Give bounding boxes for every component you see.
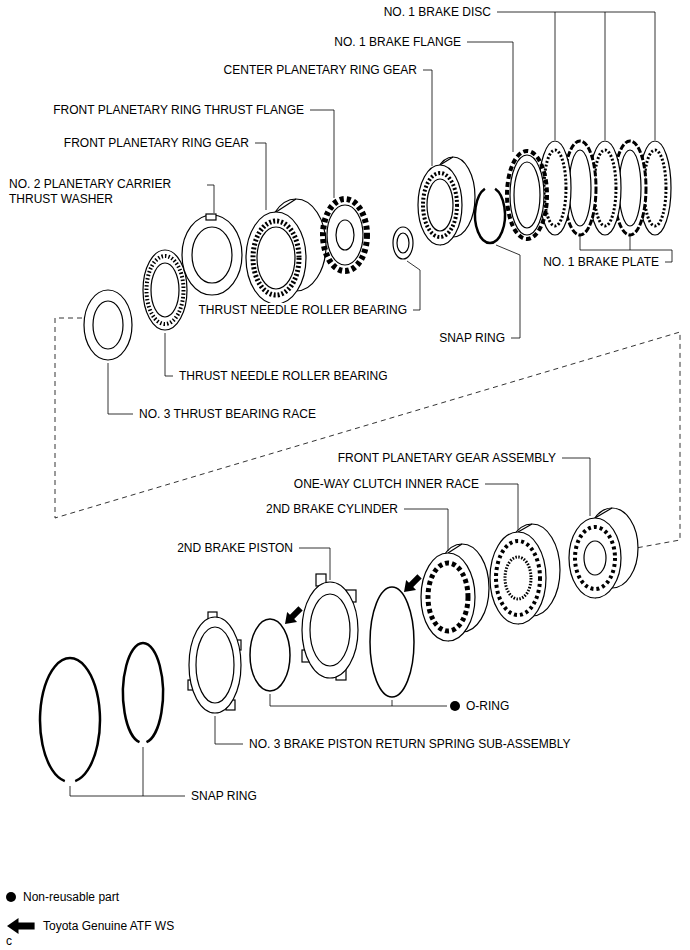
ring-gear	[246, 199, 326, 304]
part-label: 2ND BRAKE PISTON	[176, 541, 294, 556]
part-label: ONE-WAY CLUTCH INNER RACE	[293, 477, 480, 492]
brake-piston	[302, 574, 358, 680]
snap-ring	[475, 189, 505, 243]
return-spring	[188, 612, 241, 713]
planetary-gear	[569, 508, 638, 598]
figure-code: c	[5, 934, 13, 949]
part-label: NO. 2 PLANETARY CARRIER THRUST WASHER	[8, 177, 206, 207]
leader-lines	[70, 12, 672, 796]
part-label: NO. 1 BRAKE DISC	[383, 5, 492, 20]
needle-bearing	[143, 250, 187, 330]
legend-dot-symbol	[6, 892, 16, 902]
part-label: FRONT PLANETARY GEAR ASSEMBLY	[337, 451, 557, 466]
atf-arrow	[280, 603, 305, 628]
needle-bearing	[393, 227, 413, 259]
part-label: FRONT PLANETARY RING THRUST FLANGE	[52, 103, 305, 118]
part-label: O-RING	[465, 699, 510, 714]
ring-gear	[418, 157, 475, 245]
non-reusable-mark	[450, 701, 460, 711]
legend-text: Non-reusable part	[22, 890, 120, 905]
part-label: THRUST NEEDLE ROLLER BEARING	[178, 369, 389, 384]
part-label: NO. 1 BRAKE FLANGE	[333, 35, 462, 50]
snap-ring	[40, 658, 100, 781]
legend-arrow-symbol	[7, 918, 35, 934]
part-label: THRUST NEEDLE ROLLER BEARING	[198, 303, 409, 318]
part-label: SNAP RING	[190, 789, 258, 804]
part-label: SNAP RING	[438, 331, 506, 346]
legend-text: Toyota Genuine ATF WS	[42, 919, 175, 934]
o-ring	[370, 587, 414, 697]
snap-ring	[123, 643, 163, 742]
part-label: CENTER PLANETARY RING GEAR	[223, 63, 418, 78]
clutch-race	[490, 524, 560, 624]
thrust-washer	[182, 214, 242, 295]
part-label: FRONT PLANETARY RING GEAR	[63, 136, 250, 151]
brake-flange	[507, 151, 547, 239]
alignment-line	[55, 318, 680, 548]
part-label: NO. 1 BRAKE PLATE	[542, 255, 660, 270]
o-ring	[250, 619, 290, 691]
brake-cylinder	[421, 544, 489, 641]
part-label: NO. 3 THRUST BEARING RACE	[138, 407, 317, 422]
part-label: NO. 3 BRAKE PISTON RETURN SPRING SUB-ASS…	[248, 737, 572, 752]
atf-arrow	[399, 571, 424, 596]
thrust-flange	[323, 199, 367, 271]
part-label: 2ND BRAKE CYLINDER	[265, 502, 399, 517]
bearing-race	[84, 290, 132, 360]
